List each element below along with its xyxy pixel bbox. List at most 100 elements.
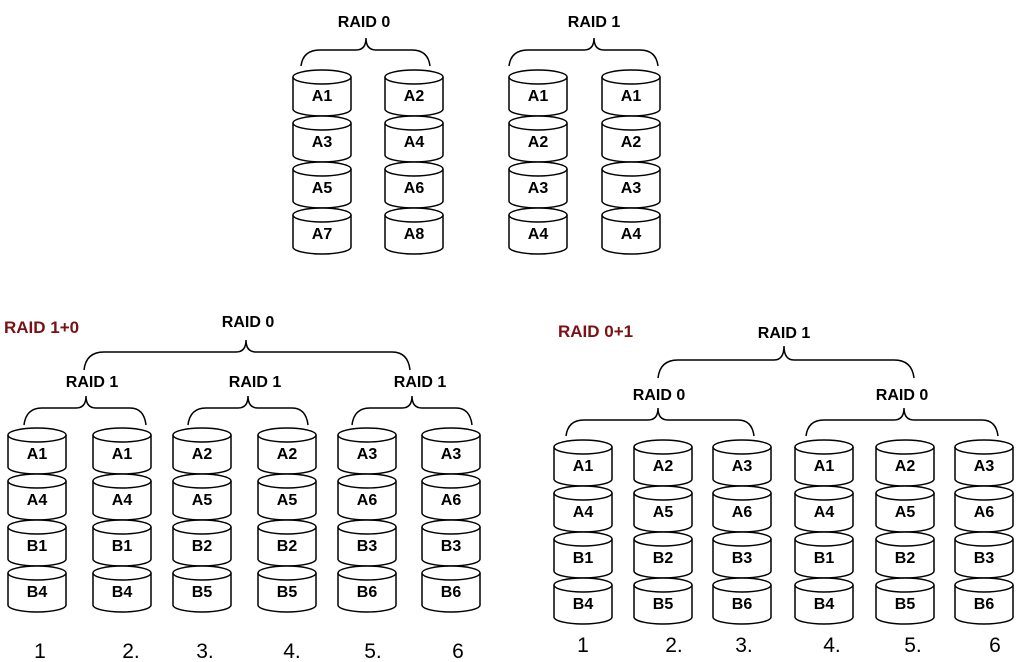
disk: A2 bbox=[601, 115, 661, 163]
disk: A3 bbox=[508, 161, 568, 209]
raid01-group1-brace bbox=[565, 407, 755, 437]
disk-label: B6 bbox=[732, 596, 753, 613]
raid0-label: RAID 0 bbox=[338, 14, 391, 31]
disk-label: A2 bbox=[277, 446, 298, 463]
disk: A4 bbox=[508, 207, 568, 255]
disk-label: A3 bbox=[312, 134, 333, 151]
disk: A4 bbox=[92, 473, 152, 521]
disk-label: B5 bbox=[653, 596, 674, 613]
disk-label: A5 bbox=[895, 504, 916, 521]
disk: B2 bbox=[875, 531, 935, 579]
disk-label: A6 bbox=[441, 492, 462, 509]
disk-number: 1 bbox=[34, 640, 46, 662]
disk: B4 bbox=[794, 577, 854, 625]
raid10-block: RAID 1+0 RAID 0 RAID 1 RAID 1 RAID 1 A1A… bbox=[4, 314, 481, 662]
disk: B4 bbox=[7, 565, 67, 613]
disk-label: A8 bbox=[404, 226, 425, 243]
disk: A2 bbox=[172, 427, 232, 475]
disk: A4 bbox=[601, 207, 661, 255]
disk-number: 5. bbox=[904, 634, 922, 657]
disk-label: B6 bbox=[357, 584, 378, 601]
raid1-label: RAID 1 bbox=[568, 14, 621, 31]
disk: A5 bbox=[875, 485, 935, 533]
disk: B3 bbox=[712, 531, 772, 579]
disk-label: B2 bbox=[277, 538, 298, 555]
disk-label: B6 bbox=[974, 596, 995, 613]
disk-label: A2 bbox=[895, 458, 916, 475]
disk-label: A1 bbox=[621, 88, 642, 105]
disk-label: A4 bbox=[528, 226, 549, 243]
disk: B5 bbox=[172, 565, 232, 613]
disk-label: A5 bbox=[312, 180, 333, 197]
disk: A4 bbox=[794, 485, 854, 533]
disk-label: B1 bbox=[112, 538, 133, 555]
disk-label: A6 bbox=[357, 492, 378, 509]
disk: B3 bbox=[421, 519, 481, 567]
disk-label: A1 bbox=[27, 446, 48, 463]
disk-label: A3 bbox=[357, 446, 378, 463]
disk-label: A1 bbox=[312, 88, 333, 105]
disk: A1 bbox=[92, 427, 152, 475]
raid10-group2-brace bbox=[187, 395, 309, 426]
disk: B3 bbox=[337, 519, 397, 567]
disk-number: 6 bbox=[989, 634, 1001, 657]
disk: B6 bbox=[421, 565, 481, 613]
disk: A2 bbox=[384, 69, 444, 117]
disk-label: B5 bbox=[192, 584, 213, 601]
disk: A8 bbox=[384, 207, 444, 255]
disk: A5 bbox=[292, 161, 352, 209]
disk: A5 bbox=[633, 485, 693, 533]
disk-label: B2 bbox=[653, 550, 674, 567]
disk-label: A4 bbox=[814, 504, 835, 521]
disk: A3 bbox=[292, 115, 352, 163]
disk: A6 bbox=[337, 473, 397, 521]
raid10-top-label: RAID 0 bbox=[222, 314, 275, 331]
disk-label: A4 bbox=[573, 504, 594, 521]
disk: A7 bbox=[292, 207, 352, 255]
disk-label: A3 bbox=[621, 180, 642, 197]
disk-number: 3. bbox=[196, 640, 214, 662]
raid10-group2-label: RAID 1 bbox=[229, 374, 282, 391]
disk-number: 4. bbox=[283, 640, 301, 662]
disk: B6 bbox=[712, 577, 772, 625]
disk: A6 bbox=[954, 485, 1014, 533]
raid01-group2-label: RAID 0 bbox=[876, 387, 929, 404]
disk: A1 bbox=[292, 69, 352, 117]
disk-label: B3 bbox=[732, 550, 753, 567]
raid01-top-brace bbox=[657, 345, 915, 379]
disk-label: A6 bbox=[732, 504, 753, 521]
disk-label: B2 bbox=[192, 538, 213, 555]
disk: B1 bbox=[92, 519, 152, 567]
disk-label: B1 bbox=[573, 550, 594, 567]
disk-label: B1 bbox=[27, 538, 48, 555]
disk: A5 bbox=[172, 473, 232, 521]
disk-label: A4 bbox=[27, 492, 48, 509]
disk-label: A5 bbox=[277, 492, 298, 509]
disk-label: A1 bbox=[112, 446, 133, 463]
disk: B2 bbox=[257, 519, 317, 567]
disk: A3 bbox=[601, 161, 661, 209]
disk: B4 bbox=[553, 577, 613, 625]
disk-label: A4 bbox=[404, 134, 425, 151]
disk-label: B5 bbox=[277, 584, 298, 601]
disk-label: A3 bbox=[528, 180, 549, 197]
disk-label: A1 bbox=[814, 458, 835, 475]
disk-label: B4 bbox=[27, 584, 48, 601]
raid10-title: RAID 1+0 bbox=[4, 318, 79, 337]
disk-label: A6 bbox=[404, 180, 425, 197]
disk-label: B1 bbox=[814, 550, 835, 567]
disk: A1 bbox=[508, 69, 568, 117]
